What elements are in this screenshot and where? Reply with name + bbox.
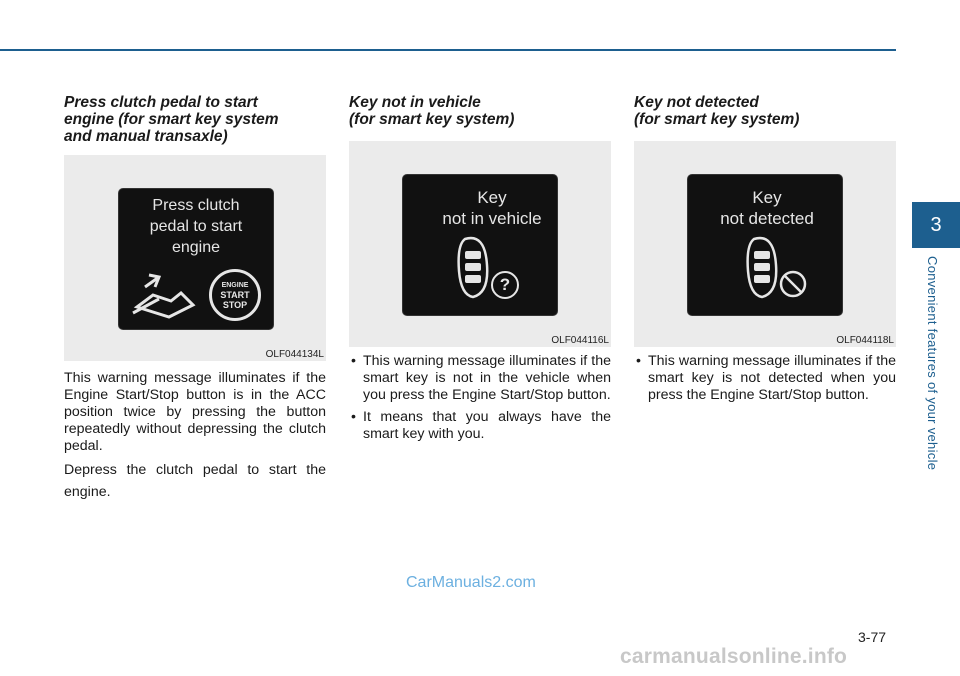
bullet-list: This warning message illuminates if the … (634, 353, 896, 409)
section-heading: Key not in vehicle (for smart key system… (349, 94, 515, 128)
bullet-list: This warning message illuminates if the … (349, 353, 611, 448)
list-item: This warning message illuminates if the … (634, 353, 896, 404)
engine-start-stop-icon: ENGINE START STOP (209, 269, 261, 321)
chapter-title: Convenient features of your vehicle (925, 256, 940, 471)
cluster-display: Press clutch pedal to start engine ENGIN… (118, 188, 274, 330)
section-body: This warning message illuminates if the … (64, 370, 326, 500)
cluster-figure: Press clutch pedal to start engine ENGIN… (64, 155, 326, 361)
section-key-not-in-vehicle: Key not in vehicle (for smart key system… (349, 94, 611, 442)
section-heading: Press clutch pedal to start engine (for … (64, 94, 279, 145)
figure-code: OLF044116L (551, 335, 609, 346)
page-number: 3-77 (858, 629, 887, 645)
figure-code: OLF044134L (265, 349, 324, 360)
display-message: Press clutch pedal to start engine (149, 197, 243, 256)
no-symbol-icon (779, 270, 807, 298)
watermark-link[interactable]: CarManuals2.com (406, 574, 536, 591)
figure-code: OLF044118L (836, 335, 894, 346)
list-item: It means that you always have the smart … (349, 409, 611, 443)
clutch-pedal-icon (132, 273, 196, 319)
display-message: Key not in vehicle (442, 188, 542, 228)
section-key-not-detected: Key not detected (for smart key system) … (634, 94, 896, 403)
cluster-figure: Key not detected OLF044118L (634, 141, 896, 347)
question-badge-icon: ? (491, 271, 519, 299)
cluster-display: Key not in vehicle ? (402, 174, 558, 316)
footer-watermark: carmanualsonline.info (620, 645, 848, 668)
section-heading: Key not detected (for smart key system) (634, 94, 800, 128)
header-rule (0, 49, 896, 51)
cluster-figure: Key not in vehicle ? OLF044116L (349, 141, 611, 347)
chapter-tab: 3 (912, 202, 960, 248)
display-message: Key not detected (720, 188, 814, 228)
smart-key-icon (746, 236, 778, 299)
cluster-display: Key not detected (687, 174, 843, 316)
list-item: This warning message illuminates if the … (349, 353, 611, 404)
section-press-clutch: Press clutch pedal to start engine (for … (64, 94, 326, 500)
smart-key-icon (457, 236, 489, 299)
